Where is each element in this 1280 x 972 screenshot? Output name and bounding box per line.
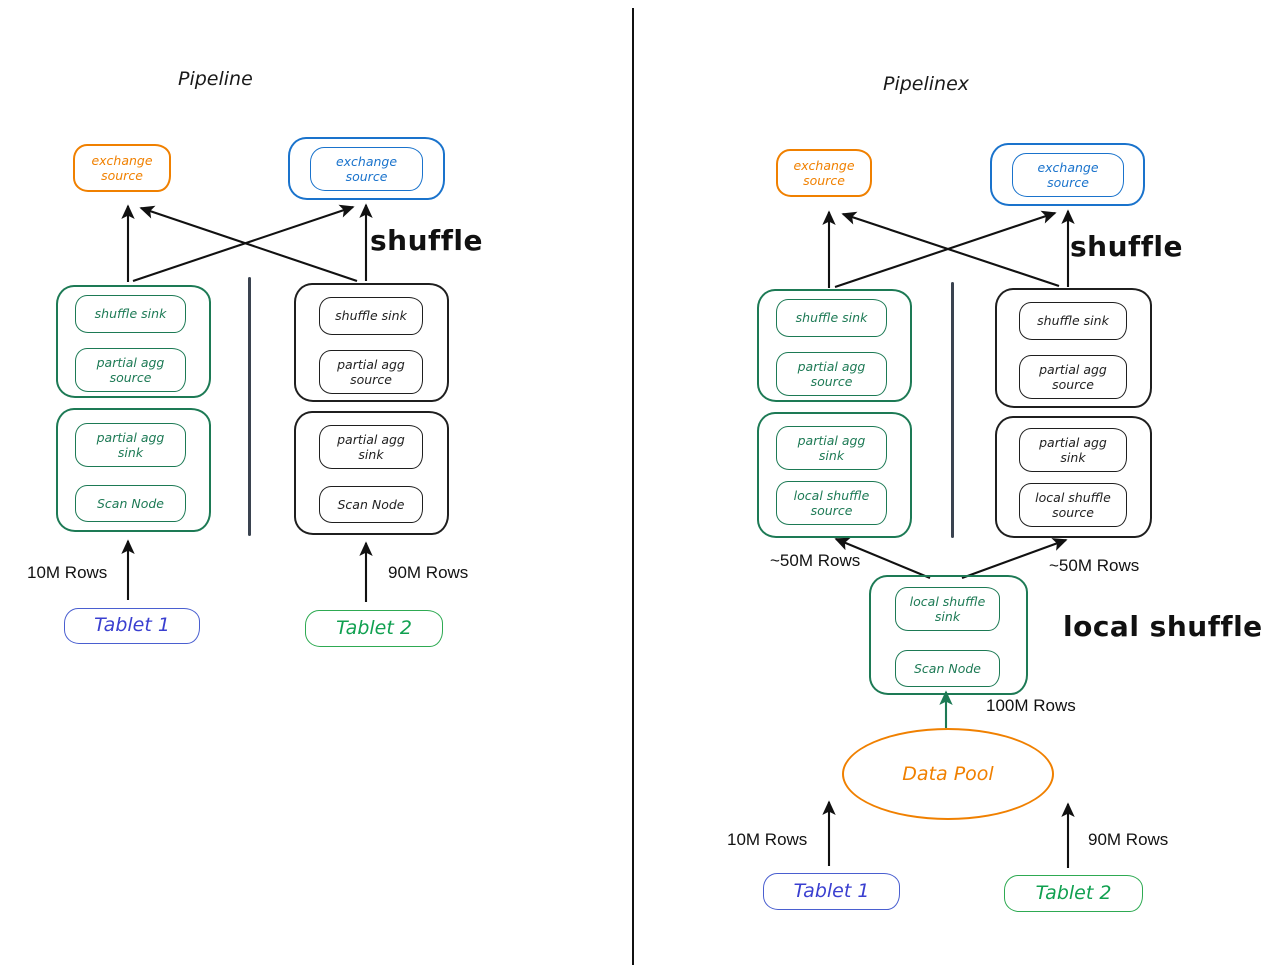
right-green-node-shuffle-sink[interactable]: shuffle sink [776,299,887,337]
left-green-stage-lower[interactable] [56,408,211,532]
right-split-label-right: ~50M Rows [1049,556,1140,575]
left-black-stage-upper[interactable] [294,283,449,402]
right-split-label-left: ~50M Rows [770,551,861,570]
node-label: shuffle sink [1037,313,1109,329]
node-label: shuffle sink [94,306,167,322]
tablet-label: Tablet 2 [1035,881,1112,904]
left-row-label-90m: 90M Rows [388,563,469,582]
node-label: Scan Node [914,660,981,676]
panel-separator [632,8,634,965]
right-row-label-10m: 10M Rows [727,830,808,849]
right-local-shuffle-annotation: local shuffle [1063,610,1263,643]
right-row-label-90m: 90M Rows [1088,830,1169,849]
left-shuffle-annotation: shuffle [370,224,483,257]
node-label: shuffle sink [335,308,407,324]
right-tablet-2[interactable]: Tablet 2 [1004,875,1143,912]
left-black-node-scan-node[interactable]: Scan Node [319,486,423,523]
right-green-stage-upper[interactable] [757,289,912,402]
right-pool-row-label: 100M Rows [986,696,1076,715]
data-pool-label: Data Pool [902,763,994,785]
right-panel-title: Pipelinex [883,73,970,95]
left-pipeline-divider [248,277,251,536]
tablet-label: Tablet 2 [336,616,412,639]
node-label: shuffle sink [795,310,868,326]
left-green-stage-upper[interactable] [56,285,211,398]
left-green-node-shuffle-sink[interactable]: shuffle sink [75,295,186,333]
left-green-node-scan-node[interactable]: Scan Node [75,485,186,522]
left-row-label-10m: 10M Rows [27,563,108,582]
node-label: Scan Node [97,495,164,511]
left-exchange-source-blue-outer[interactable] [288,137,445,200]
left-tablet-2[interactable]: Tablet 2 [305,610,443,647]
right-green-stage-lower[interactable] [757,412,912,538]
right-black-node-shuffle-sink[interactable]: shuffle sink [1019,302,1127,340]
right-local-shuffle-stage[interactable] [869,575,1028,695]
left-black-stage-lower[interactable] [294,411,449,535]
right-node-scan-node[interactable]: Scan Node [895,650,1000,687]
right-pipeline-divider [951,282,954,538]
tablet-label: Tablet 1 [793,879,870,902]
right-shuffle-annotation: shuffle [1070,230,1183,263]
left-black-node-shuffle-sink[interactable]: shuffle sink [319,297,423,335]
right-black-stage-lower[interactable] [995,416,1152,538]
data-pool[interactable]: Data Pool [842,728,1054,820]
right-black-stage-upper[interactable] [995,288,1152,408]
right-tablet-1[interactable]: Tablet 1 [763,873,900,910]
left-panel-title: Pipeline [178,68,253,90]
left-tablet-1[interactable]: Tablet 1 [64,608,200,644]
right-exchange-source-blue-outer[interactable] [990,143,1145,206]
node-label: Scan Node [337,496,405,512]
tablet-label: Tablet 1 [94,614,170,637]
